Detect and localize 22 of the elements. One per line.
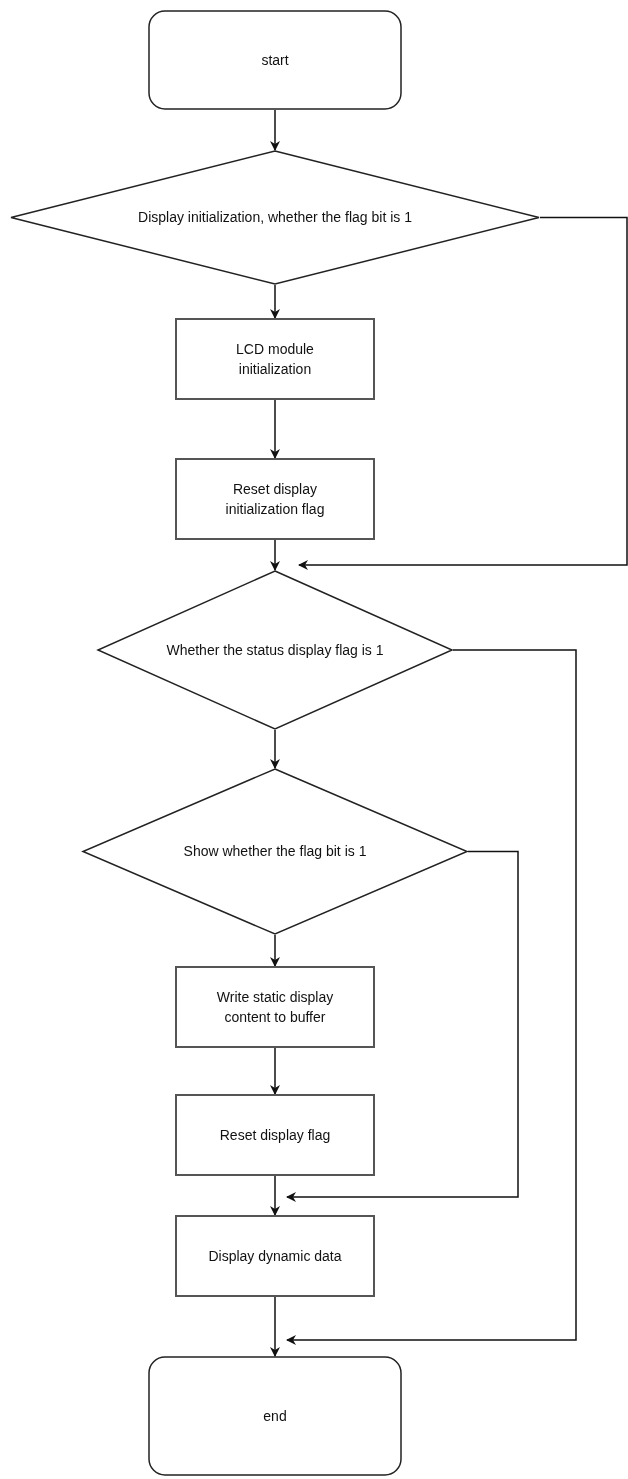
decision-label: Display initialization, whether the flag bit is 1 bbox=[138, 208, 412, 228]
arrow bbox=[270, 934, 280, 967]
arrow bbox=[270, 539, 280, 571]
arrow bbox=[270, 729, 280, 769]
arrow bbox=[270, 1296, 280, 1357]
terminal-label: start bbox=[261, 50, 289, 70]
arrow bbox=[270, 1047, 280, 1095]
process-label: Reset display flag bbox=[219, 1125, 331, 1145]
arrow bbox=[286, 850, 519, 1202]
arrow bbox=[270, 1175, 280, 1216]
process-label: Display dynamic data bbox=[208, 1246, 342, 1266]
decision-label: Show whether the flag bit is 1 bbox=[183, 842, 367, 862]
process-label: LCD module initialization bbox=[235, 339, 315, 379]
terminal-label: end bbox=[263, 1406, 287, 1426]
arrow bbox=[298, 216, 628, 570]
process-label: Write static display content to buffer bbox=[215, 987, 335, 1027]
process-label: Reset display initialization flag bbox=[224, 479, 326, 519]
decision-label: Whether the status display flag is 1 bbox=[166, 640, 384, 660]
arrow bbox=[286, 649, 577, 1345]
arrow bbox=[270, 284, 280, 319]
arrow bbox=[270, 109, 280, 151]
arrow bbox=[270, 399, 280, 459]
